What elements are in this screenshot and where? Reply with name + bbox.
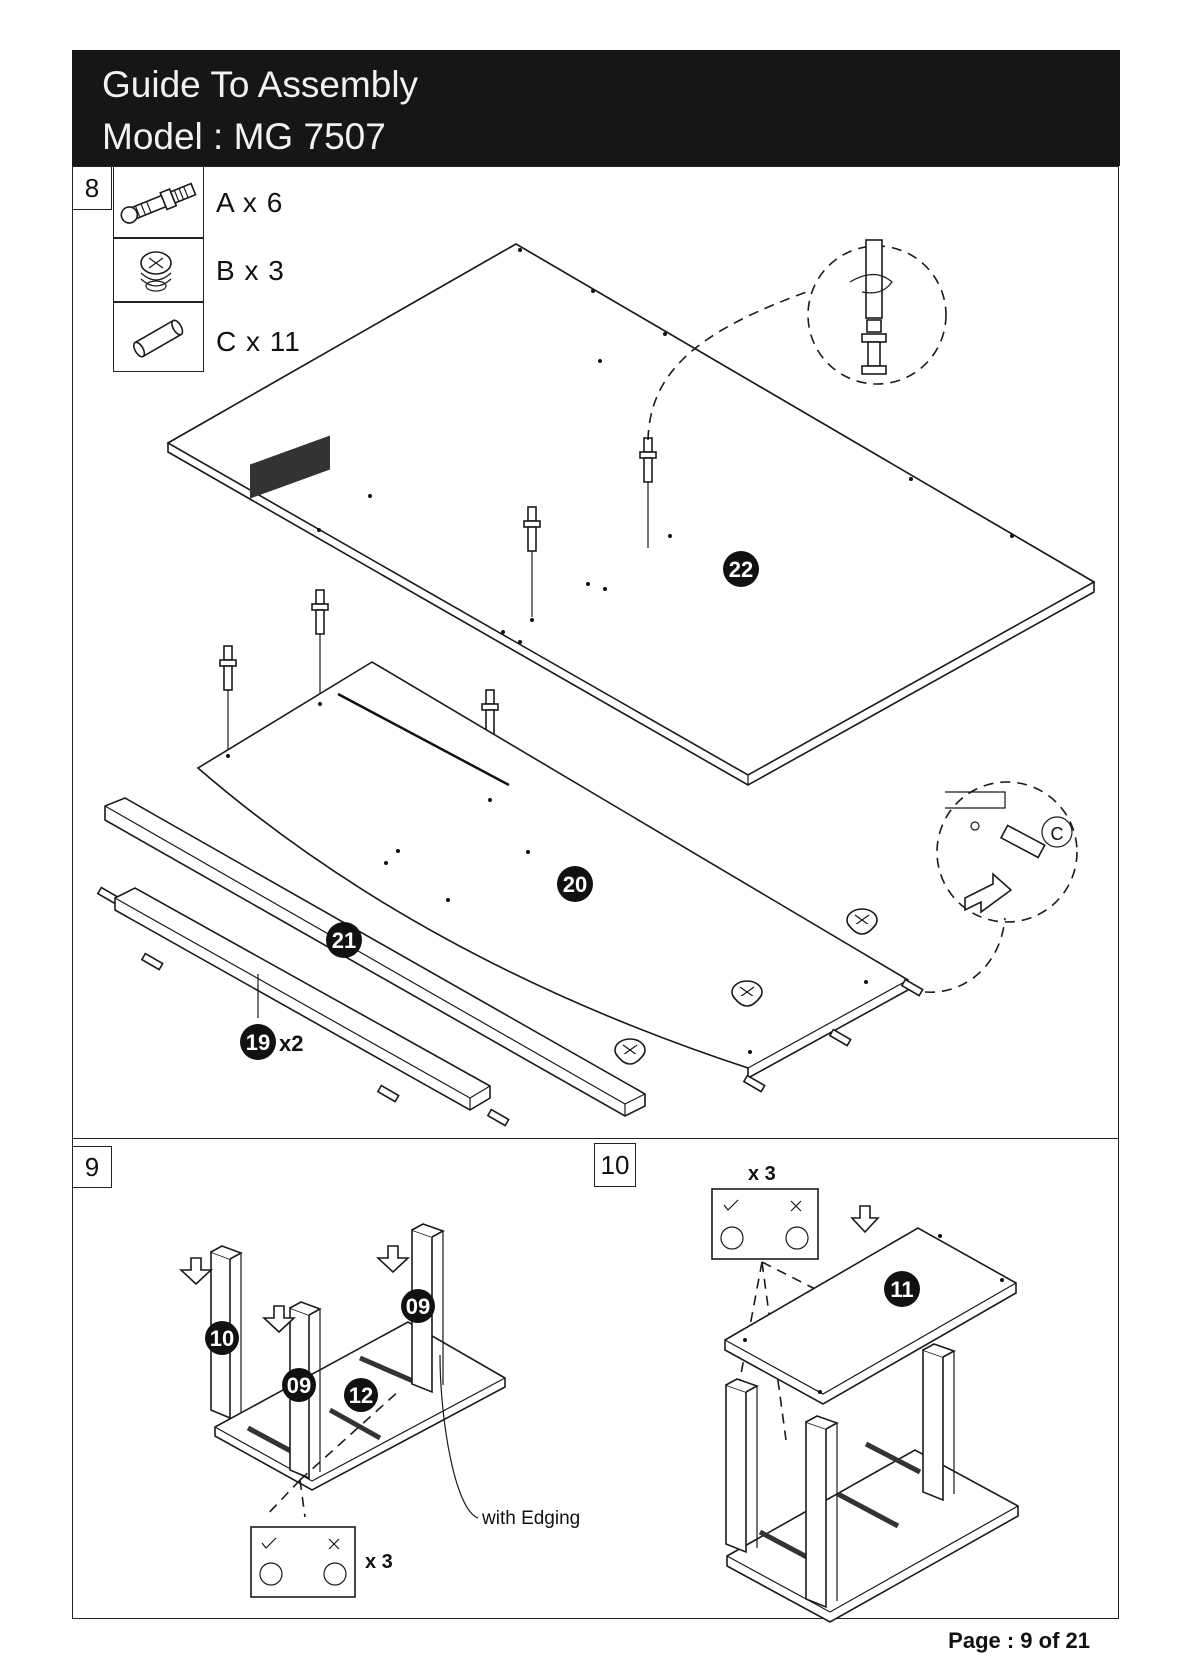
badge-09-mid: 09 [282,1368,316,1402]
badge-22: 22 [723,551,759,587]
svg-text:09: 09 [287,1373,311,1398]
svg-text:11: 11 [890,1277,913,1302]
badge-10: 10 [205,1321,239,1355]
step9-cam-orientation-box [251,1527,355,1597]
step10-down-arrow [852,1206,878,1232]
step10-bottom-panel [727,1444,1018,1622]
badge-21: 21 [326,922,362,958]
svg-text:21: 21 [332,928,356,953]
badge-12: 12 [344,1378,378,1412]
svg-text:09: 09 [406,1294,430,1319]
svg-text:12: 12 [349,1383,373,1408]
panel-19-qty: x2 [279,1031,303,1056]
svg-text:20: 20 [563,872,587,897]
svg-text:22: 22 [729,557,753,582]
badge-20: 20 [557,866,593,902]
step10-cam-qty: x 3 [748,1163,776,1185]
dowel-detail-callout: C [925,782,1077,992]
svg-text:19: 19 [246,1030,270,1055]
badge-09-right: 09 [401,1289,435,1323]
step9-cam-qty: x 3 [365,1551,393,1573]
dowel-callout-letter: C [1051,824,1064,844]
step10-cam-orientation-box [712,1189,818,1259]
svg-text:10: 10 [210,1326,234,1351]
edging-note: with Edging [481,1508,580,1529]
badge-11: 11 [884,1271,920,1307]
badge-19: 19 [240,1024,276,1060]
